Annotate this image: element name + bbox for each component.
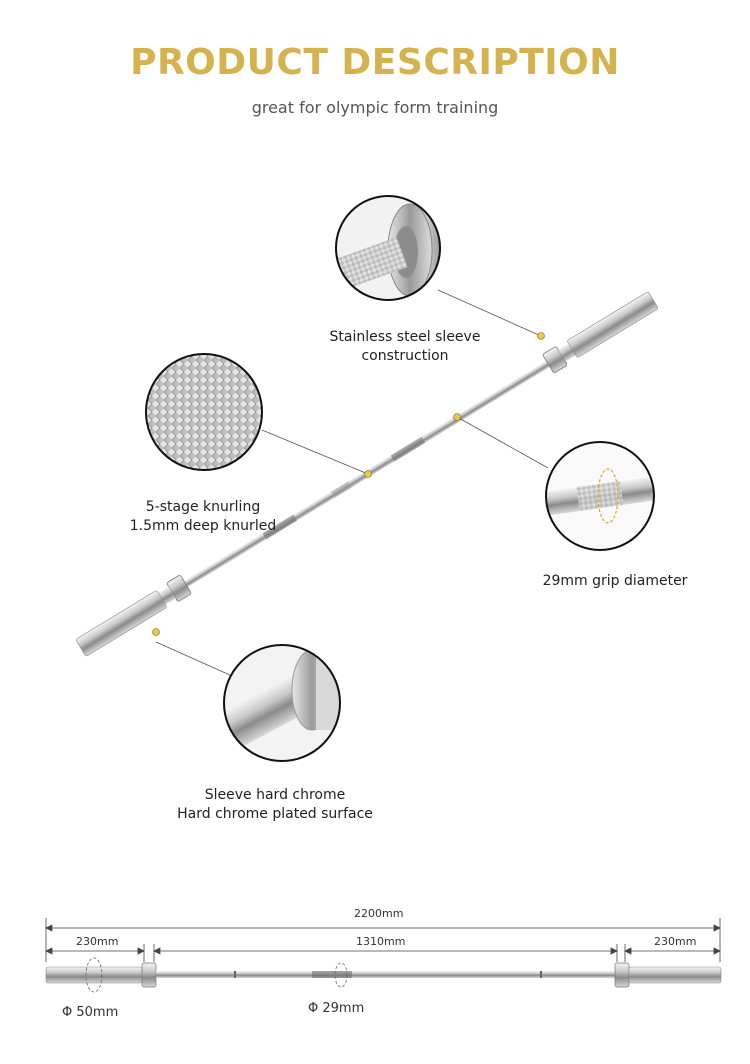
dim-total: 2200mm bbox=[354, 907, 404, 920]
dot-knurling bbox=[364, 470, 372, 478]
dim-grip-diameter: Φ 29mm bbox=[308, 1001, 365, 1016]
dot-sleeve bbox=[537, 332, 545, 340]
dim-left-sleeve: 230mm bbox=[76, 935, 119, 948]
label-knurling: 5-stage knurling 1.5mm deep knurled bbox=[129, 499, 277, 534]
page-title: PRODUCT DESCRIPTION bbox=[130, 42, 620, 83]
grip-detail-circle bbox=[545, 441, 655, 551]
horizontal-barbell bbox=[45, 957, 722, 993]
chrome-detail-circle bbox=[223, 644, 341, 762]
dot-grip bbox=[453, 413, 461, 421]
phi-symbol: Φ bbox=[308, 1001, 319, 1016]
leader-lines bbox=[155, 289, 549, 677]
knurl-detail-circle bbox=[145, 353, 263, 471]
sleeve-detail-circle bbox=[335, 195, 441, 301]
dimension-drawing bbox=[45, 918, 721, 962]
dim-right-sleeve: 230mm bbox=[654, 935, 697, 948]
label-chrome: Sleeve hard chrome Hard chrome plated su… bbox=[177, 787, 373, 822]
dim-shaft: 1310mm bbox=[356, 935, 406, 948]
phi-symbol: Φ bbox=[62, 1005, 73, 1020]
label-sleeve-steel: Stainless steel sleeve construction bbox=[329, 329, 481, 364]
dot-chrome bbox=[152, 628, 160, 636]
page-subtitle: great for olympic form training bbox=[251, 98, 499, 117]
dim-sleeve-diameter: Φ 50mm bbox=[62, 1005, 119, 1020]
label-grip: 29mm grip diameter bbox=[542, 573, 688, 589]
callout-dots bbox=[152, 332, 545, 636]
